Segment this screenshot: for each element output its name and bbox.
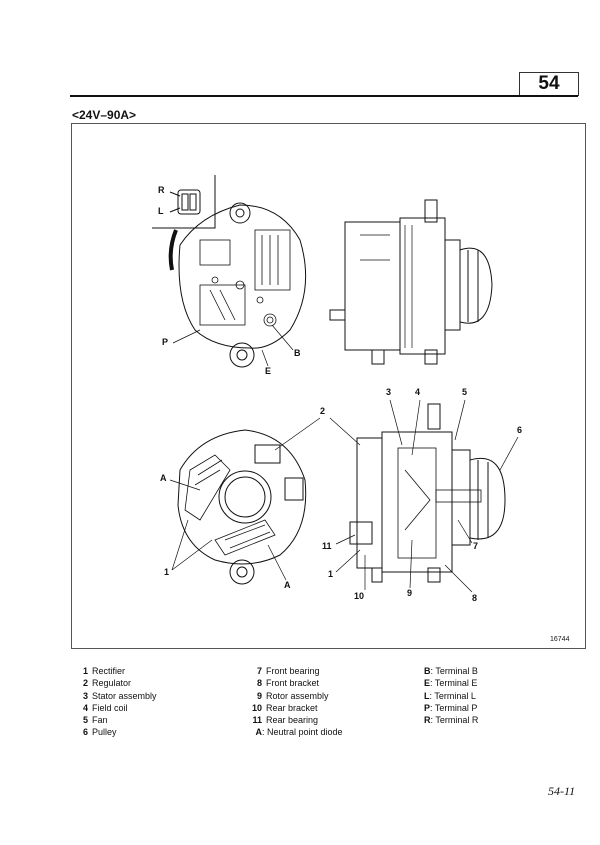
label-6: 6 (517, 425, 523, 435)
label-5: 5 (462, 387, 468, 397)
legend-column-3: B: Terminal B E: Terminal E L: Terminal … (424, 665, 478, 726)
leader-lines (169, 324, 519, 593)
header-rule (70, 95, 578, 97)
figure-id: 16744 (550, 636, 570, 643)
legend-item: A: Neutral point diode (255, 727, 343, 738)
label-terminal-e: E (265, 366, 272, 376)
label-3: 3 (386, 387, 392, 397)
alternator-side-view (329, 199, 493, 365)
legend-item: E: Terminal E (424, 678, 478, 689)
label-a-top: A (160, 473, 167, 483)
alternator-cross-section (349, 403, 506, 583)
label-7: 7 (473, 541, 479, 551)
legend-item: L: Terminal L (424, 690, 476, 701)
alternator-rear-internal-view (177, 429, 307, 585)
label-1-right: 1 (328, 569, 334, 579)
label-9: 9 (407, 588, 413, 598)
label-terminal-l: L (158, 206, 164, 216)
label-terminal-p: P (162, 337, 169, 347)
label-11: 11 (322, 541, 332, 551)
legend-item: B: Terminal B (424, 666, 478, 676)
label-2: 2 (320, 406, 326, 416)
alternator-rear-view (168, 202, 307, 368)
legend-item: P: Terminal P (424, 702, 478, 713)
label-terminal-r: R (158, 185, 165, 195)
label-4: 4 (415, 387, 421, 397)
label-a-bottom: A (284, 580, 291, 590)
page-subtitle: <24V–90A> (72, 108, 137, 122)
label-10: 10 (354, 591, 365, 601)
connector-inset (152, 175, 216, 229)
label-8: 8 (472, 593, 478, 603)
page-number: 54-11 (548, 784, 576, 798)
alternator-figure-frame (71, 123, 586, 649)
legend-item: R: Terminal R (424, 715, 479, 726)
label-1-left: 1 (164, 567, 170, 577)
label-terminal-b: B (294, 348, 301, 358)
